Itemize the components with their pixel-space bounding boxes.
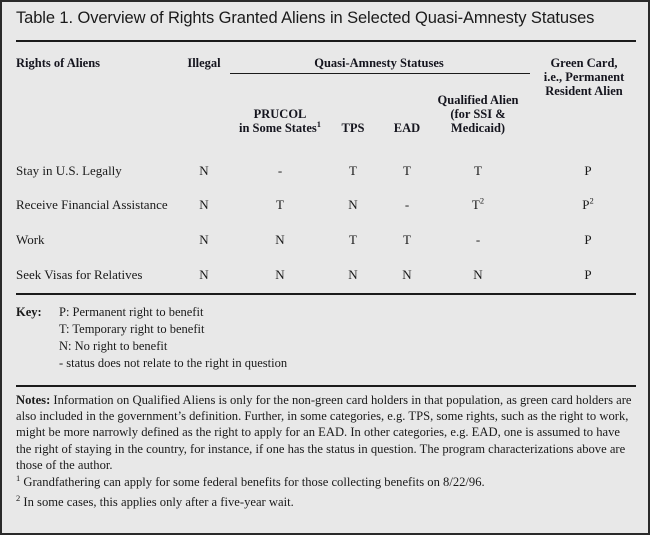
table-cell: P — [584, 163, 592, 178]
column-header-tps: TPS — [341, 121, 365, 135]
table-cell: N — [402, 267, 412, 282]
table-cell: - — [475, 232, 481, 247]
table-title-block: Table 1. Overview of Rights Granted Alie… — [2, 2, 648, 40]
key-line-not-applicable: - status does not relate to the right in… — [59, 356, 288, 370]
key-label: Key: — [16, 305, 42, 319]
notes-paragraph: Notes: Information on Qualified Aliens i… — [16, 392, 636, 473]
table-row-label: Work — [16, 232, 45, 247]
column-header-illegal: Illegal — [187, 56, 221, 70]
footnote-marker: 2 — [589, 195, 594, 206]
column-header-qualified-alien: Qualified Alien (for SSI & Medicaid) — [426, 93, 530, 135]
column-group-header-quasi-amnesty-statuses: Quasi-Amnesty Statuses — [314, 56, 444, 70]
table-cell: - — [404, 197, 410, 212]
column-header-ead: EAD — [393, 121, 421, 135]
table-row-label: Stay in U.S. Legally — [16, 163, 122, 178]
key-line-permanent: P: Permanent right to benefit — [59, 305, 204, 319]
table-cell: N — [199, 267, 209, 282]
table-cell: P2 — [582, 195, 594, 212]
notes-body: Information on Qualified Aliens is only … — [16, 393, 632, 472]
column-header-qualified-line2: (for SSI & — [450, 107, 506, 121]
table-cell: T2 — [471, 195, 485, 212]
rule-above-notes — [16, 385, 636, 387]
footnote-1: 1 Grandfathering can apply for some fede… — [16, 474, 636, 490]
column-header-green-card-line2: i.e., Permanent — [543, 70, 625, 84]
table-cell: T — [474, 163, 482, 178]
column-header-green-card-line3: Resident Alien — [545, 84, 623, 98]
column-header-green-card-line1: Green Card, — [550, 56, 618, 70]
column-header-prucol: PRUCOL in Some States1 — [230, 107, 330, 135]
table-cell: N — [199, 232, 209, 247]
rule-above-key — [16, 293, 636, 295]
page-title: Table 1. Overview of Rights Granted Alie… — [16, 9, 595, 27]
table-row-label: Seek Visas for Relatives — [16, 267, 143, 282]
footnote-1-marker: 1 — [16, 472, 21, 483]
column-header-qualified-line3: Medicaid) — [450, 121, 506, 135]
rule-under-group-header — [230, 73, 530, 74]
table-cell: P — [584, 267, 592, 282]
key-line-no-right: N: No right to benefit — [59, 339, 168, 353]
table-cell: N — [275, 232, 285, 247]
table-cell: P — [584, 232, 592, 247]
column-header-qualified-line1: Qualified Alien — [437, 93, 519, 107]
table-cell: T — [349, 232, 357, 247]
table-cell: T — [403, 232, 411, 247]
footnote-2: 2 In some cases, this applies only after… — [16, 494, 636, 510]
table-cell: N — [473, 267, 483, 282]
footnote-marker: 2 — [479, 195, 485, 206]
table-cell: N — [275, 267, 285, 282]
table-cell: - — [277, 163, 283, 178]
prucol-footnote-marker: 1 — [316, 118, 322, 129]
notes-label: Notes: — [16, 393, 51, 407]
table-cell: N — [199, 163, 209, 178]
table-row-label: Receive Financial Assistance — [16, 197, 168, 212]
table-cell: N — [348, 197, 358, 212]
column-header-prucol-line1: PRUCOL — [253, 107, 307, 121]
footnote-2-marker: 2 — [16, 492, 21, 503]
column-header-rights-of-aliens: Rights of Aliens — [16, 56, 101, 70]
table-cell: N — [348, 267, 358, 282]
rule-under-title — [16, 40, 636, 42]
footnote-1-text: Grandfathering can apply for some federa… — [20, 475, 485, 489]
footnote-2-text: In some cases, this applies only after a… — [20, 495, 294, 509]
key-line-temporary: T: Temporary right to benefit — [59, 322, 205, 336]
table-cell: T — [276, 197, 284, 212]
column-header-prucol-line2: in Some States1 — [238, 118, 322, 135]
table-cell: T — [349, 163, 357, 178]
table-cell: T — [403, 163, 411, 178]
table-cell: N — [199, 197, 209, 212]
column-header-green-card: Green Card, i.e., Permanent Resident Ali… — [532, 56, 636, 98]
